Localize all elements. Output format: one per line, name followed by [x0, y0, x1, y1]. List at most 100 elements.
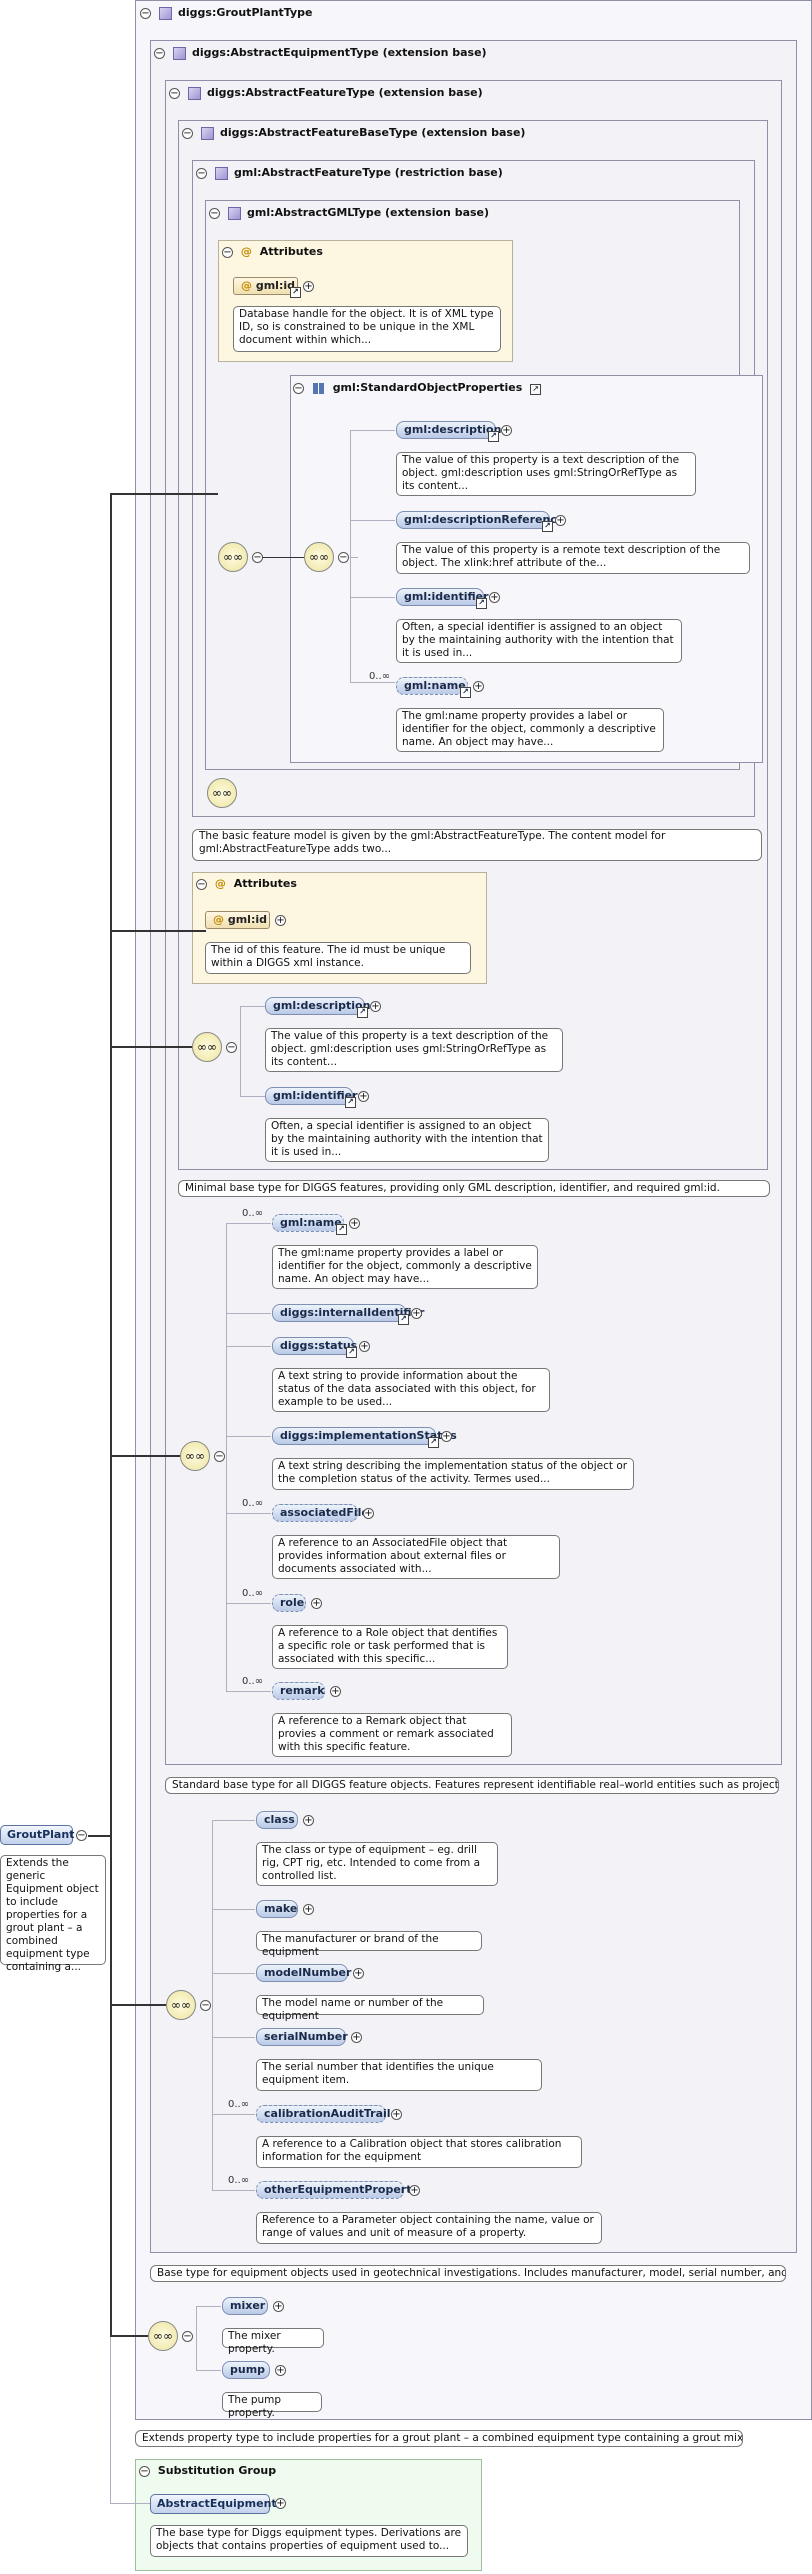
expand-plus[interactable]: + — [358, 1091, 369, 1102]
connector-line — [212, 1820, 213, 2190]
link-icon[interactable]: ↗ — [346, 1347, 357, 1358]
feat-item-status[interactable]: diggs:status↗ — [272, 1337, 357, 1358]
feat-doc-remark: A reference to a Remark object that prov… — [272, 1713, 512, 1757]
expand-plus[interactable]: + — [441, 1431, 452, 1442]
sop-item-description[interactable]: gml:description↗ — [396, 421, 501, 442]
expand-plus[interactable]: + — [353, 1968, 364, 1979]
feat-item-internal-identifier[interactable]: diggs:internalIdentifier↗ — [272, 1304, 424, 1325]
sequence-collapse-5[interactable]: − — [214, 1451, 225, 1462]
collapse-icon[interactable]: − — [293, 382, 304, 394]
attr-expand-plus-1[interactable]: + — [303, 281, 314, 292]
eq-item-class[interactable]: class — [256, 1811, 298, 1829]
feat-item-role[interactable]: role — [272, 1594, 306, 1612]
equipment-type-header[interactable]: −diggs:AbstractEquipmentType (extension … — [154, 42, 487, 64]
link-icon[interactable]: ↗ — [345, 1097, 356, 1108]
expand-plus[interactable]: + — [303, 1815, 314, 1826]
collapse-icon[interactable]: − — [222, 246, 233, 258]
eq-item-make[interactable]: make — [256, 1900, 298, 1918]
attributes-header-2[interactable]: − @ Attributes — [196, 873, 297, 895]
expand-plus[interactable]: + — [501, 425, 512, 436]
collapse-icon[interactable]: − — [139, 2465, 150, 2477]
complex-type-icon — [228, 206, 241, 220]
expand-plus[interactable]: + — [370, 1001, 381, 1012]
outer-type-header[interactable]: −diggs:GroutPlantType — [140, 2, 313, 24]
expand-plus[interactable]: + — [411, 1308, 422, 1319]
root-element-grout-plant[interactable]: GroutPlant — [0, 1825, 74, 1845]
fb-item-description[interactable]: gml:description↗ — [265, 997, 370, 1018]
expand-plus[interactable]: + — [273, 2301, 284, 2312]
collapse-icon[interactable]: − — [140, 7, 151, 19]
eq-item-other-equipment-property[interactable]: otherEquipmentProperty — [256, 2181, 419, 2199]
sequence-collapse-2[interactable]: − — [338, 552, 349, 563]
feature-type-header[interactable]: −diggs:AbstractFeatureType (extension ba… — [169, 82, 483, 104]
link-icon[interactable]: ↗ — [290, 287, 301, 298]
feat-item-remark[interactable]: remark — [272, 1682, 325, 1700]
sop-item-identifier[interactable]: gml:identifier↗ — [396, 588, 489, 609]
gml-gml-type-header[interactable]: −gml:AbstractGMLType (extension base) — [209, 202, 489, 224]
link-icon[interactable]: ↗ — [488, 431, 499, 442]
substitution-group-header[interactable]: − Substitution Group — [139, 2460, 276, 2482]
link-icon[interactable]: ↗ — [530, 384, 542, 395]
expand-plus[interactable]: + — [275, 2498, 286, 2509]
expand-plus[interactable]: + — [303, 1904, 314, 1915]
collapse-icon[interactable]: − — [196, 167, 207, 179]
expand-plus[interactable]: + — [363, 1508, 374, 1519]
expand-plus[interactable]: + — [351, 2032, 362, 2043]
expand-plus[interactable]: + — [359, 1341, 370, 1352]
collapse-icon[interactable]: − — [182, 127, 193, 139]
link-icon[interactable]: ↗ — [476, 598, 487, 609]
outer-type-note: Extends property type to include propert… — [135, 2430, 743, 2447]
expand-plus[interactable]: + — [409, 2185, 420, 2196]
eq-item-serial-number[interactable]: serialNumber — [256, 2028, 348, 2046]
expand-plus[interactable]: + — [473, 681, 484, 692]
sequence-compositor-5[interactable]: ∞∞ — [180, 1441, 210, 1471]
sequence-compositor-2[interactable]: ∞∞ — [304, 542, 334, 572]
link-icon[interactable]: ↗ — [428, 1437, 439, 1448]
expand-plus[interactable]: + — [330, 1686, 341, 1697]
sequence-collapse-7[interactable]: − — [182, 2331, 193, 2342]
expand-plus[interactable]: + — [311, 1598, 322, 1609]
fb-item-identifier[interactable]: gml:identifier↗ — [265, 1087, 358, 1108]
attributes-header-1[interactable]: − @ Attributes — [222, 241, 323, 263]
gml-feature-type-header[interactable]: −gml:AbstractFeatureType (restriction ba… — [196, 162, 503, 184]
collapse-icon[interactable]: − — [154, 47, 165, 59]
link-icon[interactable]: ↗ — [398, 1314, 409, 1325]
feat-item-implementation-status[interactable]: diggs:implementationStatus↗ — [272, 1427, 457, 1448]
standard-object-properties-header[interactable]: − gml:StandardObjectProperties ↗ — [293, 377, 542, 399]
gp-item-pump[interactable]: pump — [222, 2361, 270, 2379]
expand-plus[interactable]: + — [275, 2365, 286, 2376]
eq-item-model-number[interactable]: modelNumber — [256, 1964, 351, 1982]
link-icon[interactable]: ↗ — [460, 687, 471, 698]
collapse-icon[interactable]: − — [169, 87, 180, 99]
expand-plus[interactable]: + — [555, 515, 566, 526]
attr-gml-id-1[interactable]: @ gml:id ↗ — [233, 277, 301, 298]
feature-base-type-header[interactable]: −diggs:AbstractFeatureBaseType (extensio… — [182, 122, 525, 144]
cardinality-label: 0..∞ — [369, 671, 391, 682]
sequence-collapse-4[interactable]: − — [226, 1042, 237, 1053]
sequence-compositor-4[interactable]: ∞∞ — [192, 1032, 222, 1062]
expand-plus[interactable]: + — [349, 1218, 360, 1229]
expand-plus[interactable]: + — [489, 592, 500, 603]
sop-item-name[interactable]: gml:name↗ — [396, 677, 471, 698]
collapse-icon[interactable]: − — [209, 207, 220, 219]
sequence-collapse-6[interactable]: − — [200, 2000, 211, 2011]
gp-item-mixer[interactable]: mixer — [222, 2297, 268, 2315]
attr-expand-plus-2[interactable]: + — [275, 915, 286, 926]
link-icon[interactable]: ↗ — [542, 521, 553, 532]
feat-item-associated-file[interactable]: associatedFile — [272, 1504, 369, 1522]
root-collapse[interactable]: − — [76, 1830, 87, 1841]
sequence-compositor-1[interactable]: ∞∞ — [218, 542, 248, 572]
expand-plus[interactable]: + — [391, 2109, 402, 2120]
feat-item-gml-name[interactable]: gml:name↗ — [272, 1214, 347, 1235]
sequence-compositor-7[interactable]: ∞∞ — [148, 2321, 178, 2351]
substitution-element[interactable]: AbstractEquipment — [150, 2494, 277, 2514]
sequence-compositor-3[interactable]: ∞∞ — [207, 778, 237, 808]
link-icon[interactable]: ↗ — [336, 1224, 347, 1235]
link-icon[interactable]: ↗ — [357, 1007, 368, 1018]
sop-item-description-reference[interactable]: gml:descriptionReference↗ — [396, 511, 564, 532]
fb-doc-identifier: Often, a special identifier is assigned … — [265, 1118, 549, 1162]
sequence-compositor-6[interactable]: ∞∞ — [166, 1990, 196, 2020]
collapse-icon[interactable]: − — [196, 878, 207, 890]
attr-gml-id-2[interactable]: @ gml:id — [205, 911, 270, 929]
eq-item-calibration-audit-trail[interactable]: calibrationAuditTrail — [256, 2105, 391, 2123]
